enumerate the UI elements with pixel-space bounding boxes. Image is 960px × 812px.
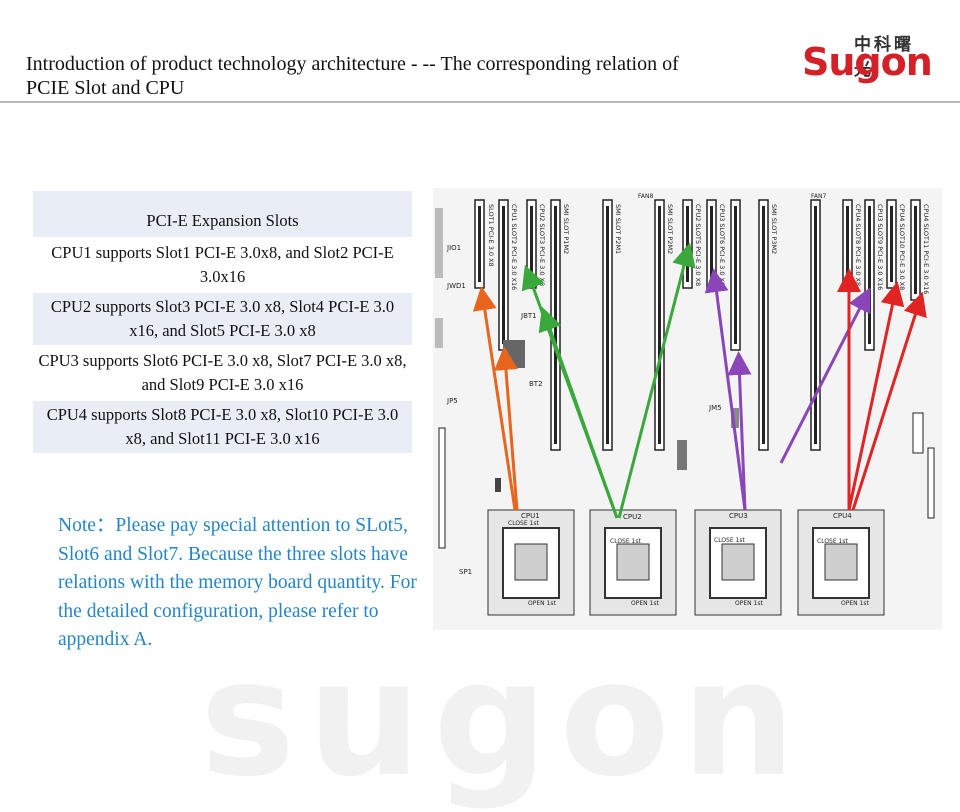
chip [495,478,501,492]
table-cell-cpu2: CPU2 supports Slot3 PCI-E 3.0 x8, Slot4 … [33,292,412,347]
smi-slot-p4m1 [810,199,821,451]
table-row: CPU2 supports Slot3 PCI-E 3.0 x8, Slot4 … [33,292,412,347]
slot-label-p2m1: SMI SLOT P2M1 [614,204,622,254]
chip [438,427,446,549]
component-label: FAN8 [638,193,653,200]
cpu1-label: CPU1 [521,512,540,520]
logo-cn-text: 中科曙光 [854,35,914,80]
chip [435,318,443,348]
pcie-slot-slot5 [682,199,693,289]
component-label: JIO1 [446,244,461,252]
component-label: SP1 [459,568,472,576]
slot-label-slot5: CPU2 SLOT5 PCI-E 3.0 X8 [694,204,702,286]
open-label: OPEN 1st [735,600,763,607]
smi-slot-p1m2 [550,199,561,451]
cpu3-label: CPU3 [729,512,748,520]
slot-label-slot3: CPU2 SLOT3 PCI-E 3.0 X8 [538,204,546,286]
chip [677,440,687,470]
component-label: FAN7 [811,193,826,200]
open-label: OPEN 1st [631,600,659,607]
motherboard-diagram: CPU1 CPU2 CPU3 CPU4 CLOSE 1st CLOSE 1st … [433,188,942,630]
chip [927,447,935,519]
table-header: PCI-E Expansion Slots [33,191,412,239]
close-label: CLOSE 1st [508,520,539,527]
cpu4-to-slot11-arrow [851,291,927,511]
table-row: CPU4 supports Slot8 PCI-E 3.0 x8, Slot10… [33,400,412,455]
slot-label-slot10: CPU4 SLOT10 PCI-E 3.0 X8 [898,204,906,290]
pcie-slot-slot10 [886,199,897,289]
slot-label-slot9: CPU3 SLOT9 PCI-E 3.0 X16 [876,204,884,290]
slot-label-p2m2: SMI SLOT P2M2 [666,204,674,254]
chip [912,412,924,454]
cpu3-socket [694,509,782,616]
table-cell-cpu3: CPU3 supports Slot6 PCI-E 3.0 x8, Slot7 … [33,346,412,401]
cpu3-to-slot7-arrow [727,351,752,511]
table-cell-cpu1: CPU1 supports Slot1 PCI-E 3.0x8, and Slo… [33,238,412,293]
cpu1-to-slot1-arrow [472,286,517,511]
close-label: CLOSE 1st [714,537,745,544]
slot-label-p3m2: SMI SLOT P3M2 [770,204,778,254]
pcie-slot-slot3 [526,199,537,289]
component-label: JM5 [708,404,722,412]
cpu3-to-slot9-arrow [779,287,871,464]
pcie-slot-slot11 [910,199,921,301]
cpu3-to-slot6-arrow [704,268,747,511]
pcie-slot-slot9 [864,199,875,351]
close-label: CLOSE 1st [610,538,641,545]
cpu4-label: CPU4 [833,512,852,520]
pcie-slot-slot7 [730,199,741,351]
table-header-row: PCI-E Expansion Slots [33,191,412,239]
pcie-slot-slot8 [842,199,853,289]
slot-label-slot6: CPU3 SLOT6 PCI-E 3.0 X8 [718,204,726,286]
component-label: JP5 [446,397,458,405]
slot-label-slot1: SLOT1 PCI-E 3.0 X8 [487,204,495,267]
smi-slot-p2m1 [602,199,613,451]
component-label: JBT1 [520,312,537,320]
close-label: CLOSE 1st [817,538,848,545]
header-divider [0,101,960,103]
cpu2-to-slot4-arrow [538,306,619,519]
cpu2-to-slot5-arrow [617,242,696,519]
slot-label-p1m2: SMI SLOT P1M2 [562,204,570,254]
table-row: CPU3 supports Slot6 PCI-E 3.0 x8, Slot7 … [33,346,412,401]
header-title: Introduction of product technology archi… [26,53,679,99]
pcie-slot-slot2 [498,199,509,351]
pcie-slots-table: PCI-E Expansion Slots CPU1 supports Slot… [33,191,412,455]
table-cell-cpu4: CPU4 supports Slot8 PCI-E 3.0 x8, Slot10… [33,400,412,455]
cpu4-to-slot10-arrow [847,281,905,511]
note-text: Note：Please pay special attention to SLo… [58,515,417,650]
smi-slot-p2m2 [654,199,665,451]
cpu4-socket [797,509,885,616]
slot-label-slot2: CPU1 SLOT2 PCI-E 3.0 X16 [510,204,518,290]
cpu2-label: CPU2 [623,513,642,521]
chip [435,208,443,278]
cpu1-socket [487,509,575,616]
open-label: OPEN 1st [841,600,869,607]
table-row: CPU1 supports Slot1 PCI-E 3.0x8, and Slo… [33,238,412,293]
component-label: JWD1 [446,282,466,290]
smi-slot-p3m2 [758,199,769,451]
pcie-slot-slot6 [706,199,717,289]
sugon-logo: 中科曙光 Sugon [802,30,933,86]
open-label: OPEN 1st [528,600,556,607]
component-label: BT2 [529,380,543,388]
slot-label-slot11: CPU4 SLOT11 PCI-E 3.0 X16 [922,204,930,294]
cpu2-socket [589,509,677,616]
cpu1-to-slot2-arrow [493,346,519,511]
chip [731,408,739,428]
pcie-slot-slot1 [474,199,485,289]
background-watermark: sugon [200,625,808,812]
slot-label-slot8: CPU4 SLOT8 PCI-E 3.0 X8 [854,204,862,286]
logo-en-text: Sugon [802,40,933,84]
